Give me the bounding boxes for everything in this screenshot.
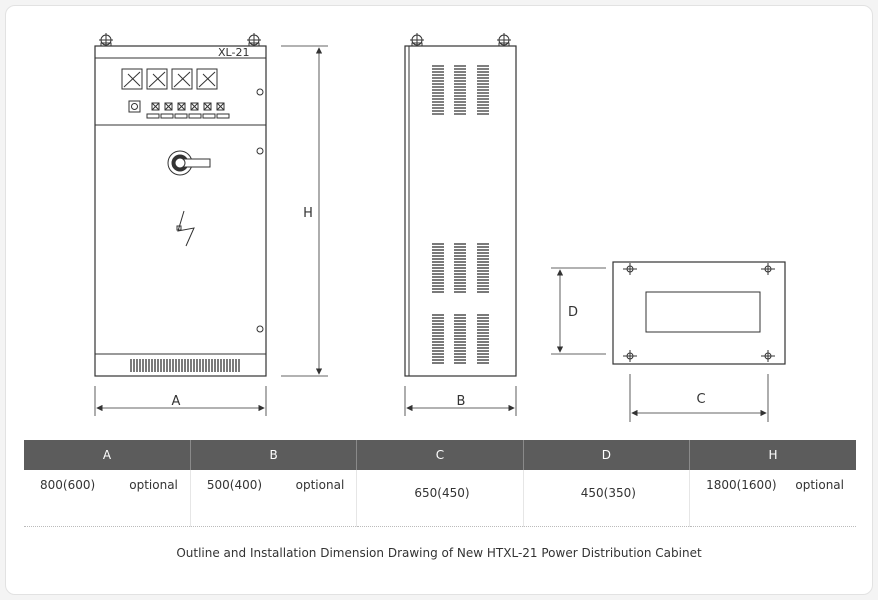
cell-note: optional (795, 478, 844, 492)
dimension-c (629, 374, 769, 422)
table-header-a: A (24, 440, 191, 470)
lifting-eye-icon (497, 33, 511, 47)
indicator-buttons (146, 102, 230, 119)
cell-value: 650(450) (414, 486, 470, 500)
table-header-b: B (190, 440, 358, 470)
lock-icon (176, 225, 182, 231)
cell-value: 450(350) (580, 486, 636, 500)
table-cell-h: 1800(1600) optional (689, 470, 856, 527)
table-header-row: A B C D H (24, 440, 856, 470)
side-view (404, 33, 517, 377)
lifting-eye-icon (410, 33, 424, 47)
mounting-hole-icon (623, 350, 637, 362)
dimension-b (404, 386, 517, 416)
hinge-icon (256, 147, 264, 155)
mounting-hole-icon (623, 263, 637, 275)
side-vent-grilles (432, 65, 489, 364)
dimension-table: A B C D H 800(600) optional 500(400) (24, 440, 856, 527)
table-header-h: H (689, 440, 856, 470)
base-view (612, 261, 786, 365)
front-view: XL-21 (94, 33, 267, 377)
lightning-warning-icon (177, 210, 195, 247)
mounting-hole-icon (761, 263, 775, 275)
cell-value: 500(400) (206, 478, 263, 492)
table-cell-b: 500(400) optional (190, 470, 358, 527)
dimension-d (551, 267, 606, 355)
meter-icons (121, 68, 218, 90)
main-handle-icon (167, 150, 211, 176)
table-cell-d: 450(350) (523, 470, 691, 527)
table-cell-c: 650(450) (356, 470, 524, 527)
table-cell-a: 800(600) optional (24, 470, 191, 527)
dimension-a (94, 386, 267, 416)
dimension-b-label: B (457, 394, 466, 409)
dimension-drawing: XL-21 (94, 33, 786, 422)
cell-value: 800(600) (40, 478, 96, 492)
mounting-hole-icon (761, 350, 775, 362)
dimension-c-label: C (696, 392, 705, 407)
table-row: 800(600) optional 500(400) optional 650(… (24, 470, 856, 527)
bottom-vent-grille (130, 359, 240, 372)
cell-note: optional (295, 478, 345, 492)
dimension-h (281, 45, 328, 377)
cell-value: 1800(1600) (706, 478, 777, 492)
control-switch-icon (128, 100, 141, 113)
hinge-icon (256, 325, 264, 333)
lifting-eye-icon (247, 33, 261, 47)
dimension-d-label: D (568, 305, 578, 320)
lifting-eye-icon (99, 33, 113, 47)
cell-note: optional (129, 478, 178, 492)
figure-caption: Outline and Installation Dimension Drawi… (176, 546, 702, 560)
cabinet-model-label: XL-21 (218, 46, 249, 59)
dimension-h-label: H (303, 206, 313, 221)
drawing-card: XL-21 (5, 5, 873, 595)
table-header-d: D (523, 440, 691, 470)
dimension-a-label: A (172, 394, 181, 409)
hinge-icon (256, 88, 264, 96)
table-header-c: C (356, 440, 524, 470)
